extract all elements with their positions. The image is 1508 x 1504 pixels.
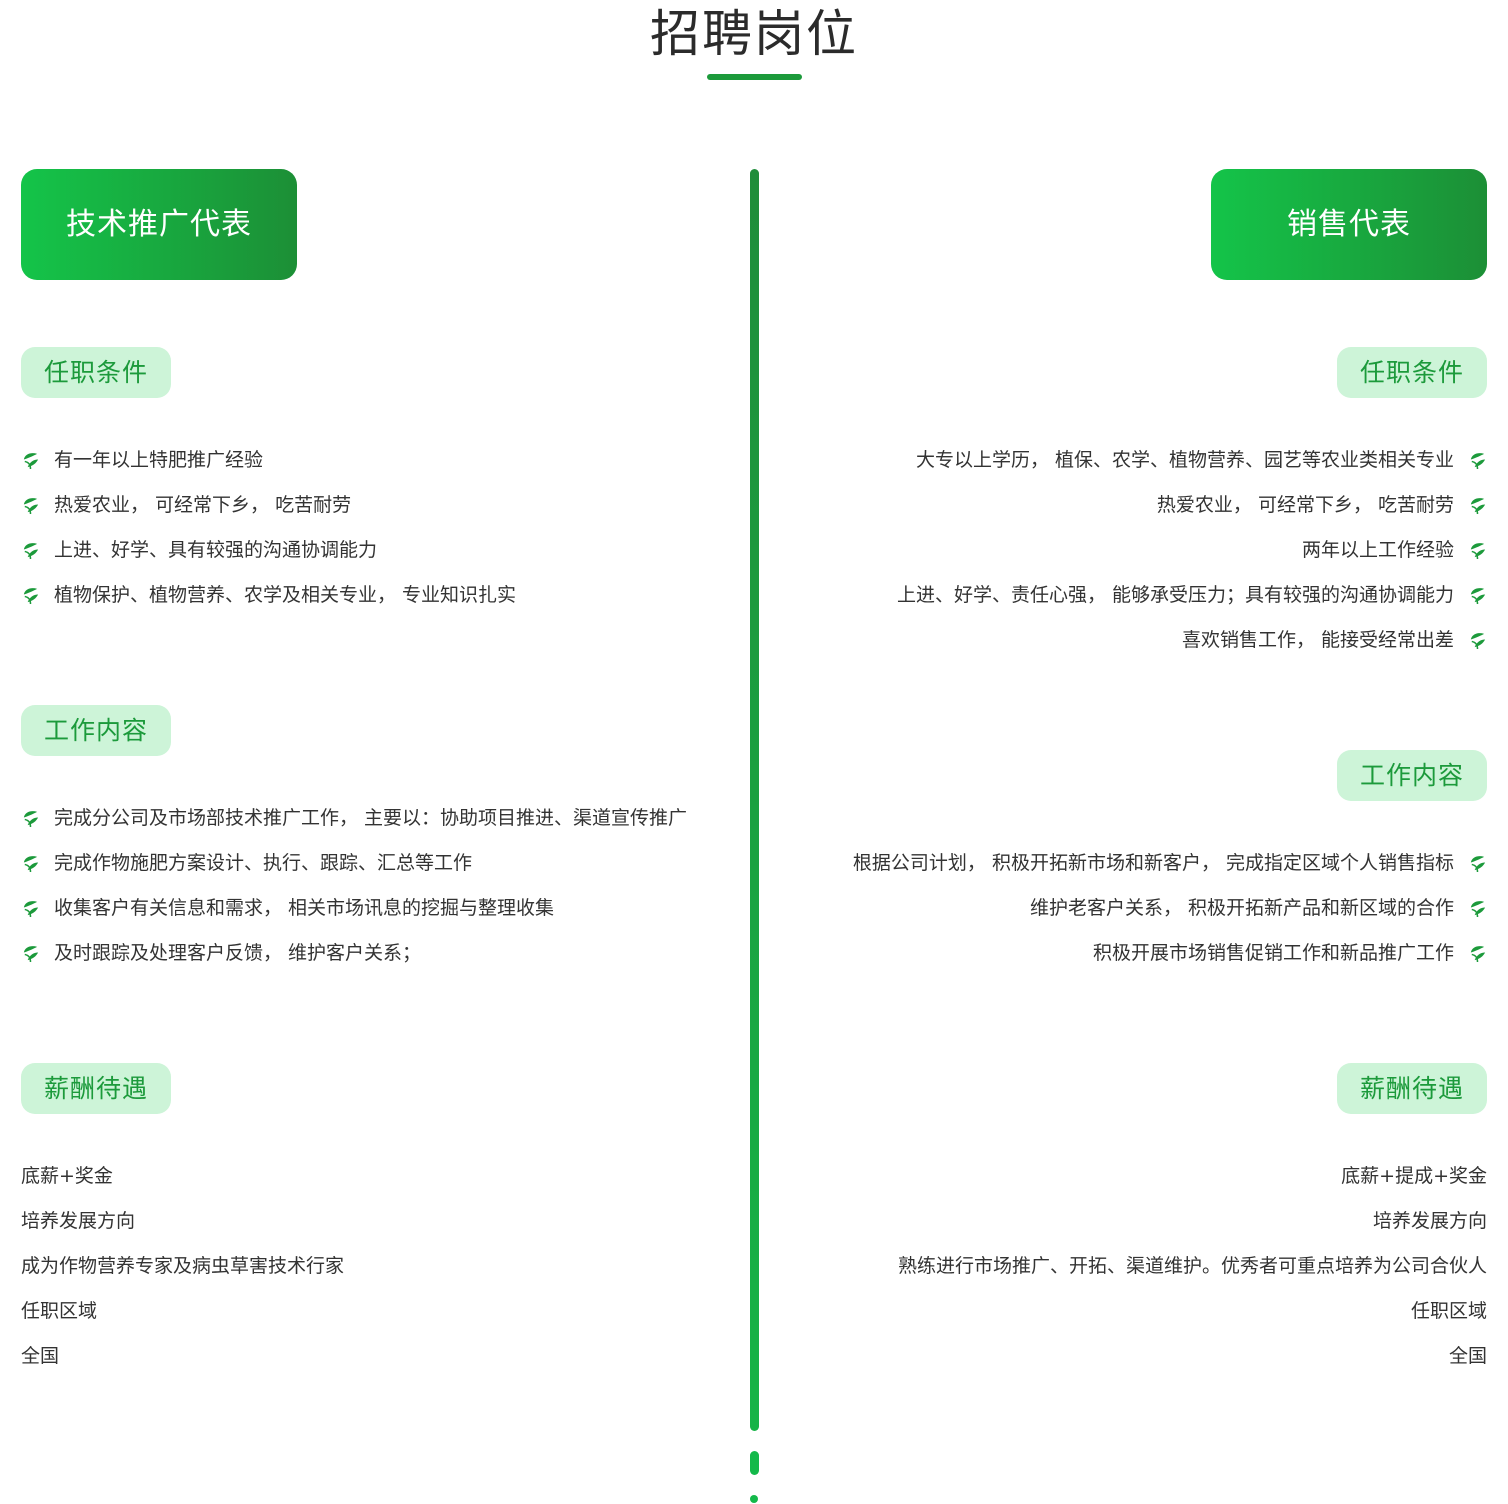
- list-item: 完成作物施肥方案设计、执行、跟踪、汇总等工作: [21, 841, 741, 886]
- list-item-text: 积极开展市场销售促销工作和新品推广工作: [1092, 942, 1454, 964]
- leaf-icon: [23, 901, 39, 918]
- list-item-text: 及时跟踪及处理客户反馈， 维护客户关系；: [54, 942, 422, 964]
- left-benefits-list: 底薪+奖金 培养发展方向 成为作物营养专家及病虫草害技术行家 任职区域 全国: [21, 1154, 741, 1379]
- left-job-column: 技术推广代表 任职条件 有一年以上特肥推广经验 热爱农业， 可经常下乡， 吃苦耐…: [21, 0, 741, 1504]
- list-item-text: 上进、好学、具有较强的沟通协调能力: [54, 539, 378, 561]
- list-item: 底薪+奖金: [21, 1165, 113, 1187]
- left-duties-list: 完成分公司及市场部技术推广工作， 主要以：协助项目推进、渠道宣传推广 完成作物施…: [21, 796, 741, 976]
- list-item-text: 完成作物施肥方案设计、执行、跟踪、汇总等工作: [54, 852, 473, 874]
- leaf-icon: [23, 856, 39, 873]
- list-item-text: 维护老客户关系， 积极开拓新产品和新区域的合作: [1029, 897, 1454, 919]
- list-item: 上进、好学、具有较强的沟通协调能力: [21, 528, 741, 573]
- list-item-text: 上进、好学、责任心强， 能够承受压力；具有较强的沟通协调能力: [896, 584, 1454, 606]
- title-underline: [707, 74, 802, 80]
- list-item: 底薪+提成+奖金: [1341, 1165, 1487, 1187]
- list-item-text: 热爱农业， 可经常下乡， 吃苦耐劳: [54, 494, 352, 516]
- right-benefits-list: 底薪+提成+奖金 培养发展方向 熟练进行市场推广、开拓、渠道维护。优秀者可重点培…: [767, 1154, 1487, 1379]
- list-item-text: 植物保护、植物营养、农学及相关专业， 专业知识扎实: [54, 584, 517, 606]
- list-item: 全国: [1448, 1345, 1487, 1367]
- leaf-icon: [1470, 543, 1486, 560]
- list-item: 任职区域: [1410, 1300, 1487, 1322]
- page-title: 招聘岗位: [650, 5, 858, 63]
- leaf-icon: [23, 811, 39, 828]
- list-item-text: 有一年以上特肥推广经验: [54, 449, 264, 471]
- list-item-text: 两年以上工作经验: [1301, 539, 1454, 561]
- leaf-icon: [23, 498, 39, 515]
- list-item: 两年以上工作经验: [767, 528, 1487, 573]
- list-item-text: 喜欢销售工作， 能接受经常出差: [1181, 629, 1454, 651]
- list-item-text: 大专以上学历， 植保、农学、植物营养、园艺等农业类相关专业: [915, 449, 1454, 471]
- list-item: 热爱农业， 可经常下乡， 吃苦耐劳: [21, 483, 741, 528]
- list-item: 熟练进行市场推广、开拓、渠道维护。优秀者可重点培养为公司合伙人: [897, 1255, 1487, 1277]
- leaf-icon: [1470, 946, 1486, 963]
- leaf-icon: [23, 543, 39, 560]
- list-item-text: 完成分公司及市场部技术推广工作， 主要以：协助项目推进、渠道宣传推广: [54, 807, 688, 829]
- list-item-text: 收集客户有关信息和需求， 相关市场讯息的挖掘与整理收集: [54, 897, 555, 919]
- left-duties-tag: 工作内容: [21, 705, 171, 756]
- timeline-dot: [750, 1495, 758, 1503]
- timeline-dash: [750, 1451, 759, 1475]
- list-item: 收集客户有关信息和需求， 相关市场讯息的挖掘与整理收集: [21, 886, 741, 931]
- list-item: 维护老客户关系， 积极开拓新产品和新区域的合作: [767, 886, 1487, 931]
- list-item: 全国: [21, 1345, 60, 1367]
- leaf-icon: [1470, 588, 1486, 605]
- list-item: 喜欢销售工作， 能接受经常出差: [767, 618, 1487, 663]
- list-item-text: 热爱农业， 可经常下乡， 吃苦耐劳: [1156, 494, 1454, 516]
- right-duties-list: 根据公司计划， 积极开拓新市场和新客户， 完成指定区域个人销售指标 维护老客户关…: [767, 841, 1487, 976]
- left-benefits-tag: 薪酬待遇: [21, 1063, 171, 1114]
- list-item: 植物保护、植物营养、农学及相关专业， 专业知识扎实: [21, 573, 741, 618]
- leaf-icon: [1470, 453, 1486, 470]
- job-title-tech-promotion[interactable]: 技术推广代表: [21, 169, 297, 280]
- list-item: 有一年以上特肥推广经验: [21, 438, 741, 483]
- list-item: 培养发展方向: [1372, 1210, 1487, 1232]
- right-duties-tag: 工作内容: [1337, 750, 1487, 801]
- list-item: 大专以上学历， 植保、农学、植物营养、园艺等农业类相关专业: [767, 438, 1487, 483]
- leaf-icon: [23, 588, 39, 605]
- leaf-icon: [23, 453, 39, 470]
- list-item: 积极开展市场销售促销工作和新品推广工作: [767, 931, 1487, 976]
- leaf-icon: [1470, 498, 1486, 515]
- list-item: 成为作物营养专家及病虫草害技术行家: [21, 1255, 345, 1277]
- job-title-sales[interactable]: 销售代表: [1211, 169, 1487, 280]
- list-item: 及时跟踪及处理客户反馈， 维护客户关系；: [21, 931, 741, 976]
- list-item-text: 根据公司计划， 积极开拓新市场和新客户， 完成指定区域个人销售指标: [852, 852, 1454, 874]
- leaf-icon: [1470, 901, 1486, 918]
- right-benefits-tag: 薪酬待遇: [1337, 1063, 1487, 1114]
- leaf-icon: [1470, 633, 1486, 650]
- left-requirements-list: 有一年以上特肥推广经验 热爱农业， 可经常下乡， 吃苦耐劳 上进、好学、具有较强…: [21, 438, 741, 618]
- right-job-column: 销售代表 任职条件 大专以上学历， 植保、农学、植物营养、园艺等农业类相关专业 …: [767, 0, 1487, 1504]
- list-item: 任职区域: [21, 1300, 98, 1322]
- leaf-icon: [23, 946, 39, 963]
- list-item: 热爱农业， 可经常下乡， 吃苦耐劳: [767, 483, 1487, 528]
- list-item: 上进、好学、责任心强， 能够承受压力；具有较强的沟通协调能力: [767, 573, 1487, 618]
- timeline-line: [750, 169, 759, 1431]
- list-item: 培养发展方向: [21, 1210, 136, 1232]
- left-requirements-tag: 任职条件: [21, 347, 171, 398]
- list-item: 根据公司计划， 积极开拓新市场和新客户， 完成指定区域个人销售指标: [767, 841, 1487, 886]
- right-requirements-list: 大专以上学历， 植保、农学、植物营养、园艺等农业类相关专业 热爱农业， 可经常下…: [767, 438, 1487, 663]
- list-item: 完成分公司及市场部技术推广工作， 主要以：协助项目推进、渠道宣传推广: [21, 796, 741, 841]
- right-requirements-tag: 任职条件: [1337, 347, 1487, 398]
- leaf-icon: [1470, 856, 1486, 873]
